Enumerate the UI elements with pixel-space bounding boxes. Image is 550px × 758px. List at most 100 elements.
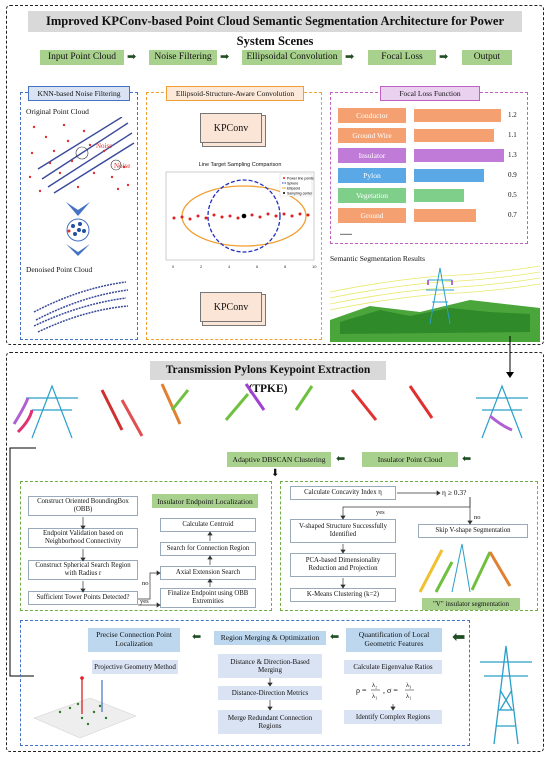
axis-tick-label: 2 bbox=[200, 264, 203, 269]
legend-entry: Sampling center bbox=[287, 191, 313, 195]
adaptive-dbscan-step: Adaptive DBSCAN Clustering bbox=[227, 452, 331, 467]
kpconv-bottom: KPConv bbox=[200, 292, 262, 322]
condition-yes: yes bbox=[376, 509, 385, 516]
class-name: Vegetation bbox=[338, 188, 406, 203]
merge-to-precise-arrow: ⬅ bbox=[192, 631, 202, 643]
endpoint-panel bbox=[20, 481, 272, 611]
focal-bars: Conductor 1.2 Ground Wire 1.1 Insulator … bbox=[338, 108, 528, 228]
precise-localization-title: Precise Connection Point Localization bbox=[88, 628, 180, 652]
vshape-identified-step: V-shaped Structure Successfully Identifi… bbox=[290, 519, 396, 543]
vshape-segmentation-label: "V" insulator segmentation bbox=[422, 598, 520, 610]
decision-yes: yes bbox=[140, 598, 149, 605]
vshape-insulator-image bbox=[418, 543, 512, 593]
connection-region-step: Search for Connection Region bbox=[160, 542, 256, 556]
quant-to-merge-arrow: ⬅ bbox=[330, 631, 340, 643]
focal-title: Focal Loss Function bbox=[380, 86, 480, 101]
geometry-panel bbox=[20, 620, 470, 746]
pipeline-arrow-3: ➡ bbox=[345, 51, 355, 63]
segmentation-results-scene bbox=[330, 265, 540, 342]
down-arrow: ⬇ bbox=[271, 468, 280, 479]
insulator-cloud-step: Insulator Point Cloud bbox=[362, 452, 458, 467]
loop-connector bbox=[9, 447, 36, 677]
quantification-title: Quantification of Local Geometric Featur… bbox=[346, 628, 442, 652]
noise-label-1: Noise bbox=[96, 142, 113, 150]
merge-redundant-step: Merge Redundant Connection Regions bbox=[218, 710, 322, 734]
class-row: Conductor 1.2 bbox=[338, 108, 528, 123]
class-weight: 0.5 bbox=[508, 191, 517, 199]
class-name: Ground Wire bbox=[338, 128, 406, 143]
results-to-tpke-arrow bbox=[506, 336, 514, 378]
kpconv-top: KPConv bbox=[200, 113, 262, 143]
complex-regions-step: Identify Complex Regions bbox=[344, 710, 442, 724]
class-weight: 0.7 bbox=[508, 211, 517, 219]
axis-tick-label: 0 bbox=[172, 264, 175, 269]
class-row: Ground 0.7 bbox=[338, 208, 528, 223]
class-row: Pylon 0.9 bbox=[338, 168, 528, 183]
distance-direction-metrics-step: Distance-Direction Metrics bbox=[218, 686, 322, 700]
class-weight: 1.3 bbox=[508, 151, 517, 159]
obb-step: Construct Oriented BoundingBox (OBB) bbox=[28, 496, 138, 516]
tower-to-quant-arrow: ⬅ bbox=[452, 629, 466, 646]
pipeline-focal: Focal Loss bbox=[368, 50, 436, 65]
sampling-comparison-plot: Power line points Sphere Ellipsoid Sampl… bbox=[165, 171, 317, 269]
pylon-illustration bbox=[480, 645, 532, 745]
axis-tick-label: 10 bbox=[312, 264, 317, 269]
pipeline-arrow-2: ➡ bbox=[220, 51, 230, 63]
sampling-plot-title: Line Target Sampling Comparison bbox=[198, 162, 282, 168]
class-weight: 1.1 bbox=[508, 131, 517, 139]
finalize-endpoint-step: Finalize Endpoint using OBB Extremities bbox=[160, 588, 256, 608]
calc-centroid-step: Calculate Centroid bbox=[160, 518, 256, 532]
pipeline-arrow-4: ➡ bbox=[439, 51, 449, 63]
svg-text:λ₂: λ₂ bbox=[372, 682, 377, 689]
svg-text:λ₁: λ₁ bbox=[372, 693, 377, 700]
dbscan-arrow: ⬅ bbox=[336, 453, 346, 465]
original-label: Original Point Cloud bbox=[26, 107, 89, 116]
class-bar bbox=[414, 209, 476, 222]
class-name: Ground bbox=[338, 208, 406, 223]
distance-direction-merging-step: Distance & Direction-Based Merging bbox=[218, 654, 322, 678]
bottom-flow-arrows bbox=[267, 678, 396, 711]
decision-no: no bbox=[142, 580, 149, 587]
denoised-label: Denoised Point Cloud bbox=[26, 265, 93, 274]
legend-entry: Sphere bbox=[287, 181, 298, 185]
axis-tick-label: 4 bbox=[228, 264, 231, 269]
class-name: Pylon bbox=[338, 168, 406, 183]
class-bar bbox=[414, 129, 494, 142]
pipeline-arrow-1: ➡ bbox=[127, 51, 137, 63]
eigenvalue-ratio-step: Calculate Eigenvalue Ratios bbox=[344, 660, 442, 674]
class-row: Insulator 1.3 bbox=[338, 148, 528, 163]
class-bar bbox=[414, 149, 504, 162]
class-bar bbox=[414, 109, 501, 122]
projective-geometry-step: Projective Geometry Method bbox=[92, 660, 178, 674]
pipeline-output: Output bbox=[462, 50, 512, 65]
vshape-panel bbox=[280, 481, 538, 611]
endpoint-title: Insulator Endpoint Localization bbox=[152, 494, 258, 508]
class-weight: 1.2 bbox=[508, 111, 517, 119]
concavity-step: Calculate Concavity Index η bbox=[290, 486, 396, 500]
class-weight: 0.9 bbox=[508, 171, 517, 179]
focal-more: ...... bbox=[340, 228, 352, 237]
region-merging-title: Region Merging & Optimization bbox=[214, 631, 326, 645]
legend-entry: Power line points bbox=[287, 176, 314, 180]
original-point-cloud bbox=[28, 117, 135, 194]
results-title: Semantic Segmentation Results bbox=[330, 254, 425, 263]
pipeline-noise: Noise Filtering bbox=[149, 50, 217, 65]
pipeline-ellipsoidal: Ellipsoidal Convolution bbox=[242, 50, 342, 65]
noise-label-2: Noise bbox=[114, 162, 131, 170]
condition-no: no bbox=[474, 514, 481, 521]
knn-title: KNN-based Noise Filtering bbox=[28, 86, 130, 101]
ellipsoid-title: Ellipsoid-Structure-Aware Convolution bbox=[166, 86, 304, 101]
svg-text:, σ =: , σ = bbox=[383, 686, 398, 695]
page-title: Improved KPConv-based Point Cloud Semant… bbox=[28, 11, 522, 48]
denoised-point-cloud bbox=[33, 281, 129, 333]
top-section bbox=[6, 5, 544, 345]
knn-neighborhood bbox=[66, 202, 90, 256]
vshape-flow-arrows bbox=[340, 490, 473, 589]
endpoint-flow-arrows bbox=[80, 517, 213, 608]
svg-text:λ₁: λ₁ bbox=[406, 693, 411, 700]
concavity-condition: η ≥ 0.3? bbox=[442, 488, 467, 497]
class-row: Vegetation 0.5 bbox=[338, 188, 528, 203]
legend-entry: Ellipsoid bbox=[287, 186, 300, 190]
svg-text:λ₃: λ₃ bbox=[406, 682, 411, 689]
axial-extension-step: Axial Extension Search bbox=[160, 566, 256, 580]
